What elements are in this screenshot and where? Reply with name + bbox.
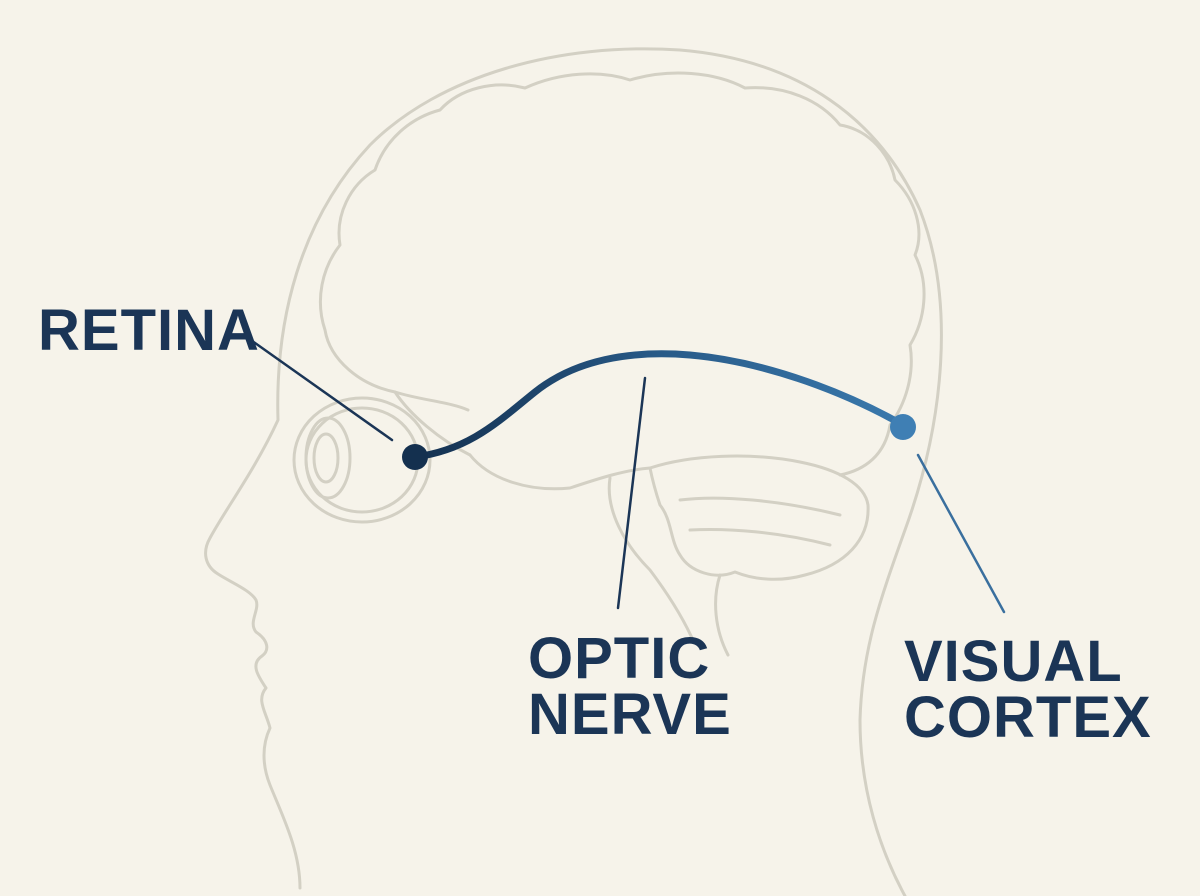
brainstem-outline (607, 476, 730, 657)
retina-label-text: RETINA (38, 298, 260, 363)
frontal-lobe-inner-line (393, 390, 470, 412)
retina-leader-line (246, 336, 394, 442)
brain-outline-icon (318, 71, 926, 477)
optic-nerve-pathway (411, 350, 907, 461)
visual-cortex-leader-line (916, 453, 1006, 614)
cerebellum-outline (648, 454, 870, 581)
cerebellum-folds (678, 496, 842, 547)
temporal-lobe-outline (468, 453, 652, 491)
visual-cortex-dot (890, 414, 916, 440)
visual-cortex-label: VISUAL CORTEX (904, 629, 1152, 750)
visual-cortex-label-line-2: CORTEX (904, 685, 1152, 750)
visual-cortex-label-line-1: VISUAL (904, 629, 1123, 694)
optic-nerve-label: OPTIC NERVE (528, 626, 732, 747)
retina-label: RETINA (38, 302, 260, 360)
retina-dot (402, 444, 428, 470)
optic-nerve-leader-line (616, 376, 647, 610)
optic-nerve-label-line-2: NERVE (528, 682, 732, 747)
head-profile-outline-icon (204, 47, 943, 896)
optic-nerve-label-line-1: OPTIC (528, 626, 711, 691)
